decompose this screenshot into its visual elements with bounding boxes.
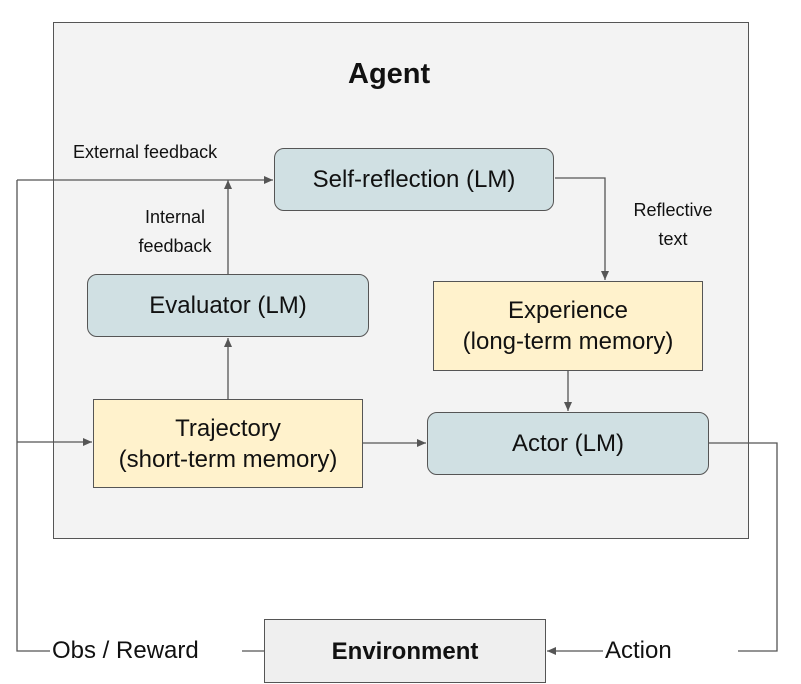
actor-box: Actor (LM) — [427, 412, 709, 475]
evaluator-label: Evaluator (LM) — [149, 292, 307, 319]
reflective-text-arrow — [555, 177, 609, 280]
experience-box: Experience (long-term memory) — [433, 281, 703, 371]
actor-to-action-line — [709, 442, 778, 652]
reflective-text-label: Reflective text — [633, 200, 713, 249]
trajectory-subtitle: (short-term memory) — [118, 445, 338, 473]
environment-box: Environment — [264, 619, 546, 683]
action-label: Action — [605, 637, 672, 664]
evaluator-box: Evaluator (LM) — [87, 274, 369, 337]
trajectory-title: Trajectory — [175, 414, 281, 442]
self-reflection-label: Self-reflection (LM) — [312, 166, 516, 193]
experience-title: Experience — [507, 297, 629, 324]
obs-reward-label: Obs / Reward — [52, 637, 199, 664]
internal-feedback-label: Internal feedback — [138, 207, 212, 256]
environment-label: Environment — [331, 637, 479, 665]
experience-subtitle: (long-term memory) — [462, 328, 674, 355]
external-feedback-label: External feedback — [73, 142, 218, 162]
trajectory-box: Trajectory (short-term memory) — [93, 399, 363, 488]
obs-reward-line — [16, 180, 50, 652]
self-reflection-box: Self-reflection (LM) — [274, 148, 554, 211]
actor-label: Actor (LM) — [511, 430, 624, 457]
